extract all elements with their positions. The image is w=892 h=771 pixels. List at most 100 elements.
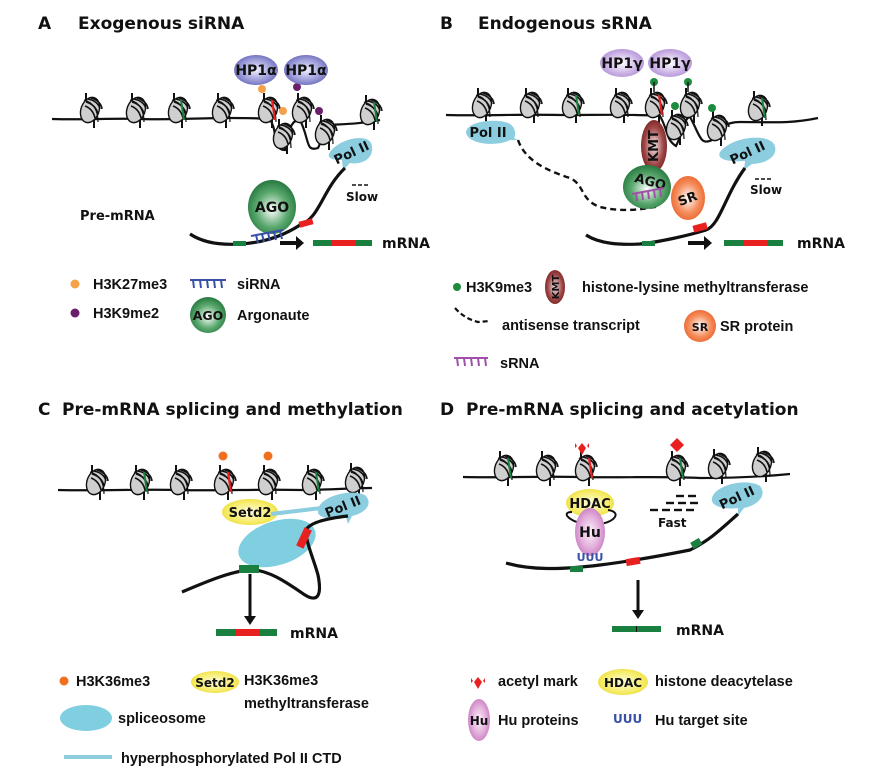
legend-srna: sRNA — [500, 356, 540, 372]
hdac-protein — [566, 489, 614, 517]
nucleosome — [468, 87, 496, 124]
legend-ago-icon-label: AGO — [193, 308, 224, 323]
h3k9me2-mark — [293, 83, 301, 91]
mrna-label: mRNA — [676, 623, 724, 639]
legend-sr: SR protein — [720, 319, 793, 335]
nucleosome — [164, 92, 192, 129]
exon-green — [356, 240, 372, 246]
nucleosome — [341, 462, 369, 499]
pol-ii-protein-antisense — [466, 120, 518, 144]
h3k36me3-mark — [218, 451, 228, 461]
nucleosome — [76, 92, 104, 129]
legend-sr-icon-label: SR — [692, 321, 709, 334]
pol-ii-protein — [711, 482, 763, 516]
hp1a-protein — [234, 55, 278, 85]
exon-green — [260, 629, 277, 636]
fast-elongation-dashes — [650, 494, 698, 512]
h3k36me3-mark — [263, 451, 273, 461]
nucleosome — [208, 92, 236, 129]
exon-green — [767, 240, 783, 246]
srna-duplex — [631, 187, 665, 202]
nucleosome — [532, 450, 560, 487]
pol-ii-protein — [328, 138, 373, 170]
legend-spliceosome: spliceosome — [118, 711, 206, 727]
panel-b-letter: B — [440, 14, 453, 34]
exon-green — [724, 240, 743, 246]
nucleosome — [571, 450, 599, 487]
h3k36me3-legend-icon — [59, 676, 69, 686]
panel-a-letter: A — [38, 14, 52, 34]
hp1a-protein — [284, 55, 328, 85]
nucleosome — [490, 450, 518, 487]
legend-setd2-icon-label: Setd2 — [195, 676, 234, 690]
exon-green — [690, 537, 703, 549]
hu-protein — [575, 508, 605, 556]
mrna-label: mRNA — [797, 236, 845, 252]
pol-ii-label: Pol II — [469, 126, 506, 141]
hdac-label: HDAC — [569, 497, 610, 512]
legend-h3k9me2: H3K9me2 — [93, 306, 159, 322]
h3k27me3-mark — [258, 85, 266, 93]
panel-c-letter: C — [38, 400, 50, 420]
panel-b: B Endogenous sRNA HP1γ HP1γ Pol II KMT A… — [440, 14, 845, 372]
hu-legend-icon — [468, 699, 490, 741]
nucleosome — [641, 87, 669, 124]
h3k9me3-legend-icon — [453, 283, 461, 291]
nucleosome — [254, 92, 282, 129]
hp1g-label: HP1γ — [649, 56, 691, 72]
mrna-label: mRNA — [290, 626, 338, 642]
nucleosome — [516, 87, 544, 124]
arrow-head-icon — [632, 610, 644, 619]
sr-legend-icon — [684, 310, 716, 342]
legend-acetyl: acetyl mark — [498, 674, 579, 690]
panel-a-title: Exogenous siRNA — [78, 14, 245, 34]
pre-mrna-strand — [585, 167, 747, 246]
ago-label: AGO — [255, 200, 289, 216]
pol-ii-protein — [317, 492, 369, 524]
pre-mrna-label: Pre-mRNA — [80, 209, 155, 224]
pol-ii-protein — [719, 137, 776, 170]
slow-label: Slow — [750, 183, 782, 197]
legend-h3k9me3: H3K9me3 — [466, 280, 532, 296]
legend-kmt: histone-lysine methyltransferase — [582, 280, 808, 296]
h3k9me2-legend-icon — [70, 308, 80, 318]
exon-junction — [636, 626, 637, 632]
nucleosome — [356, 94, 384, 131]
panel-c-title: Pre-mRNA splicing and methylation — [62, 400, 403, 420]
panel-d-title: Pre-mRNA splicing and acetylation — [466, 400, 799, 420]
panel-d-letter: D — [440, 400, 454, 420]
arrow-right-icon — [688, 236, 712, 250]
panel-c: C Pre-mRNA splicing and methylation Setd… — [38, 400, 403, 767]
exon-red — [743, 240, 767, 246]
setd2-label: Setd2 — [229, 506, 272, 521]
nucleosome — [82, 464, 110, 501]
exon-green — [233, 241, 246, 246]
mrna-label: mRNA — [382, 236, 430, 252]
exon-red — [298, 218, 314, 228]
nucleosome — [210, 464, 238, 501]
kmt-protein — [641, 120, 667, 172]
acetyl-mark — [670, 438, 684, 452]
legend-hu: Hu proteins — [498, 713, 579, 729]
nucleosome — [166, 464, 194, 501]
panel-d: D Pre-mRNA splicing and acetylation HDAC… — [440, 400, 799, 741]
nucleosome — [558, 87, 586, 124]
panel-b-title: Endogenous sRNA — [478, 14, 653, 34]
legend-sirna: siRNA — [237, 277, 281, 293]
nucleosome — [744, 90, 772, 127]
pre-mrna-strand — [505, 512, 740, 571]
kmt-legend-icon — [545, 270, 565, 304]
exon-green — [313, 240, 332, 246]
panel-a: A Exogenous siRNA HP1α HP1α Pol II AGO P — [38, 14, 430, 333]
exon-red — [332, 240, 356, 246]
exon-red — [296, 527, 312, 549]
h3k27me3-legend-icon — [70, 279, 80, 289]
legend-setd2-line1: H3K36me3 — [244, 673, 318, 689]
kmt-label: KMT — [647, 130, 662, 162]
exon-green — [239, 565, 259, 573]
slow-label: Slow — [346, 190, 378, 204]
nucleosome — [254, 464, 282, 501]
hp1a-label: HP1α — [235, 63, 277, 79]
sirna-legend-icon — [190, 279, 226, 289]
